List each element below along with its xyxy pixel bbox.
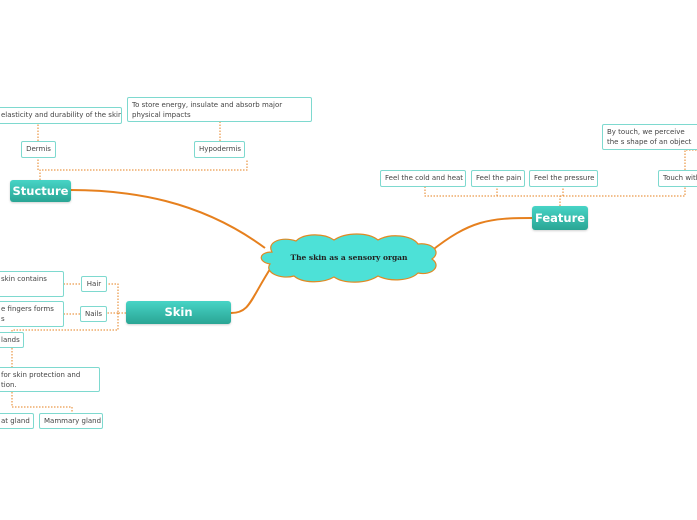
dermis-node[interactable]: Dermis — [21, 141, 56, 158]
center-topic[interactable]: The skin as a sensory organ — [290, 253, 408, 262]
branch-structure[interactable]: Stucture — [10, 180, 71, 202]
feature-pressure[interactable]: Feel the pressure — [529, 170, 598, 187]
branch-skin-appendices[interactable]: Skin appendices — [126, 301, 231, 342]
nails-detail[interactable]: e fingers forms s — [0, 301, 64, 327]
branch-feature[interactable]: Feature — [532, 206, 588, 230]
hypodermis-detail[interactable]: To store energy, insulate and absorb maj… — [127, 97, 312, 122]
hypodermis-node[interactable]: Hypodermis — [194, 141, 245, 158]
link-center-structure — [69, 189, 266, 249]
glands-node[interactable]: lands — [0, 332, 24, 348]
nails-node[interactable]: Nails — [80, 306, 107, 322]
glands-detail[interactable]: for skin protection and tion. — [0, 367, 100, 392]
hair-detail[interactable]: skin contains — [0, 271, 64, 297]
link-center-feature — [429, 217, 533, 253]
feature-touch[interactable]: Touch with — [658, 170, 697, 187]
feature-pain[interactable]: Feel the pain — [471, 170, 525, 187]
sweat-gland-node[interactable]: at gland — [0, 413, 34, 429]
dermis-detail[interactable]: elasticity and durability of the skin. — [0, 107, 122, 124]
touch-detail[interactable]: By touch, we perceive the s shape of an … — [602, 124, 697, 150]
center-cloud — [260, 233, 437, 283]
feature-cold-heat[interactable]: Feel the cold and heat — [380, 170, 466, 187]
link-center-appendices — [230, 265, 273, 314]
hair-node[interactable]: Hair — [81, 276, 107, 292]
mammary-gland-node[interactable]: Mammary gland — [39, 413, 103, 429]
